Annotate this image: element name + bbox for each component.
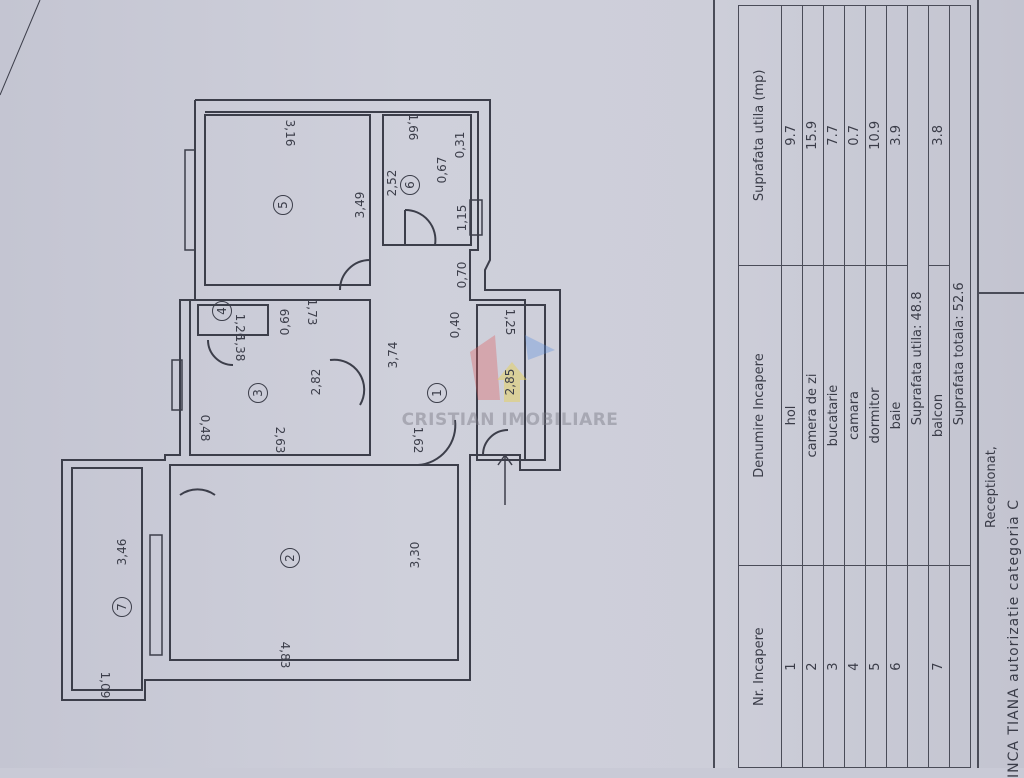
useful-total-row: Suprafata utila: 48.8	[907, 5, 929, 768]
cell-name: dormitor	[865, 265, 887, 566]
header-nr: Nr. Incapere	[738, 565, 782, 768]
cell-nr: 5	[865, 565, 887, 768]
door-arc	[179, 488, 216, 496]
room-2-outline	[169, 464, 459, 661]
room-number-4: 4	[212, 301, 232, 321]
dimension-label: 0,48	[198, 414, 212, 442]
cell-area: 10.9	[865, 5, 887, 266]
room-7-outline	[71, 467, 143, 691]
cell-area: 9.7	[781, 5, 803, 266]
table-header-row: Nr. Incapere Denumire Incapere Suprafata…	[738, 5, 782, 768]
dimension-label: 1,66	[406, 113, 420, 141]
dimension-label: 1,73	[305, 298, 319, 326]
cell-nr: 2	[802, 565, 824, 768]
door-arc	[329, 358, 366, 406]
dimension-label: 0,40	[448, 311, 462, 339]
cell-nr: 3	[823, 565, 845, 768]
cell-name: baie	[886, 265, 908, 566]
dimension-label: 1,38	[233, 334, 247, 362]
dimension-label: 3,74	[386, 341, 400, 369]
room-area-table: Nr. Incapere Denumire Incapere Suprafata…	[738, 0, 1024, 778]
header-name: Denumire Incapere	[738, 265, 782, 566]
received-label: Receptionat,	[984, 446, 999, 528]
dimension-label: 2,52	[385, 169, 399, 197]
cell-nr: 4	[844, 565, 866, 768]
room-number-2: 2	[280, 548, 300, 568]
hall-closet	[476, 304, 546, 461]
cell-name: hol	[781, 265, 803, 566]
dimension-label: 0,31	[453, 131, 467, 159]
cell-name: camera de zi	[802, 265, 824, 566]
cell-nr: 7	[928, 565, 950, 768]
frame-line	[977, 292, 1024, 294]
cell-area: 7.7	[823, 5, 845, 266]
dimension-label: 2,82	[309, 368, 323, 396]
dimension-label: 1,09	[98, 671, 112, 699]
watermark-logo	[470, 335, 555, 402]
room-number-6: 6	[400, 175, 420, 195]
frame-line	[977, 0, 979, 768]
door-arc	[404, 208, 437, 246]
grand-total-row: Suprafata totala: 52.6	[949, 5, 971, 768]
dimension-label: 0,67	[435, 156, 449, 184]
dimension-label: 3,30	[408, 541, 422, 569]
dimension-label: 3,16	[283, 119, 297, 147]
room-6-outline	[382, 114, 472, 246]
dimension-label: 0,70	[455, 261, 469, 289]
door-arc	[339, 259, 371, 291]
dimension-label: 1,25	[503, 308, 517, 336]
cell-area: 3.8	[928, 5, 950, 266]
dimension-label: 4,83	[278, 641, 292, 669]
watermark-text: CRISTIAN IMOBILIARE	[401, 410, 619, 430]
cell-area: 15.9	[802, 5, 824, 266]
room-5-outline	[204, 114, 371, 286]
door-arc	[482, 429, 509, 456]
dimension-label: 2,63	[273, 426, 287, 454]
room-number-5: 5	[273, 195, 293, 215]
room-number-7: 7	[112, 597, 132, 617]
inner-wall	[205, 111, 526, 460]
frame-line	[713, 0, 715, 768]
outer-wall	[61, 99, 561, 701]
dimension-label: 1,15	[455, 204, 469, 232]
cell-name: bucatarie	[823, 265, 845, 566]
room-number-1: 1	[427, 383, 447, 403]
cell-area: 3.9	[886, 5, 908, 266]
useful-total: Suprafata utila: 48.8	[907, 5, 929, 566]
dimension-label: 2,85	[503, 368, 517, 396]
room-3-outline	[189, 299, 371, 456]
authorization-text: INCA TIANA autorizatie categoria C	[1006, 499, 1022, 778]
grand-total: Suprafata totala: 52.6	[949, 5, 971, 566]
header-area: Suprafata utila (mp)	[738, 5, 782, 266]
windows	[149, 149, 483, 656]
cell-area: 0.7	[844, 5, 866, 266]
cell-name: camara	[844, 265, 866, 566]
dimension-label: 3,49	[353, 191, 367, 219]
room-number-3: 3	[248, 383, 268, 403]
room-4-outline	[197, 304, 269, 336]
cell-nr: 1	[781, 565, 803, 768]
dimension-label: 0,69	[278, 308, 292, 336]
cell-name: balcon	[928, 265, 950, 566]
dimension-label: 3,46	[115, 538, 129, 566]
paper-edge	[0, 0, 41, 96]
dimension-label: 1,62	[411, 426, 425, 454]
cell-nr: 6	[886, 565, 908, 768]
door-arc	[207, 339, 234, 366]
entry-door-arc	[417, 419, 457, 466]
